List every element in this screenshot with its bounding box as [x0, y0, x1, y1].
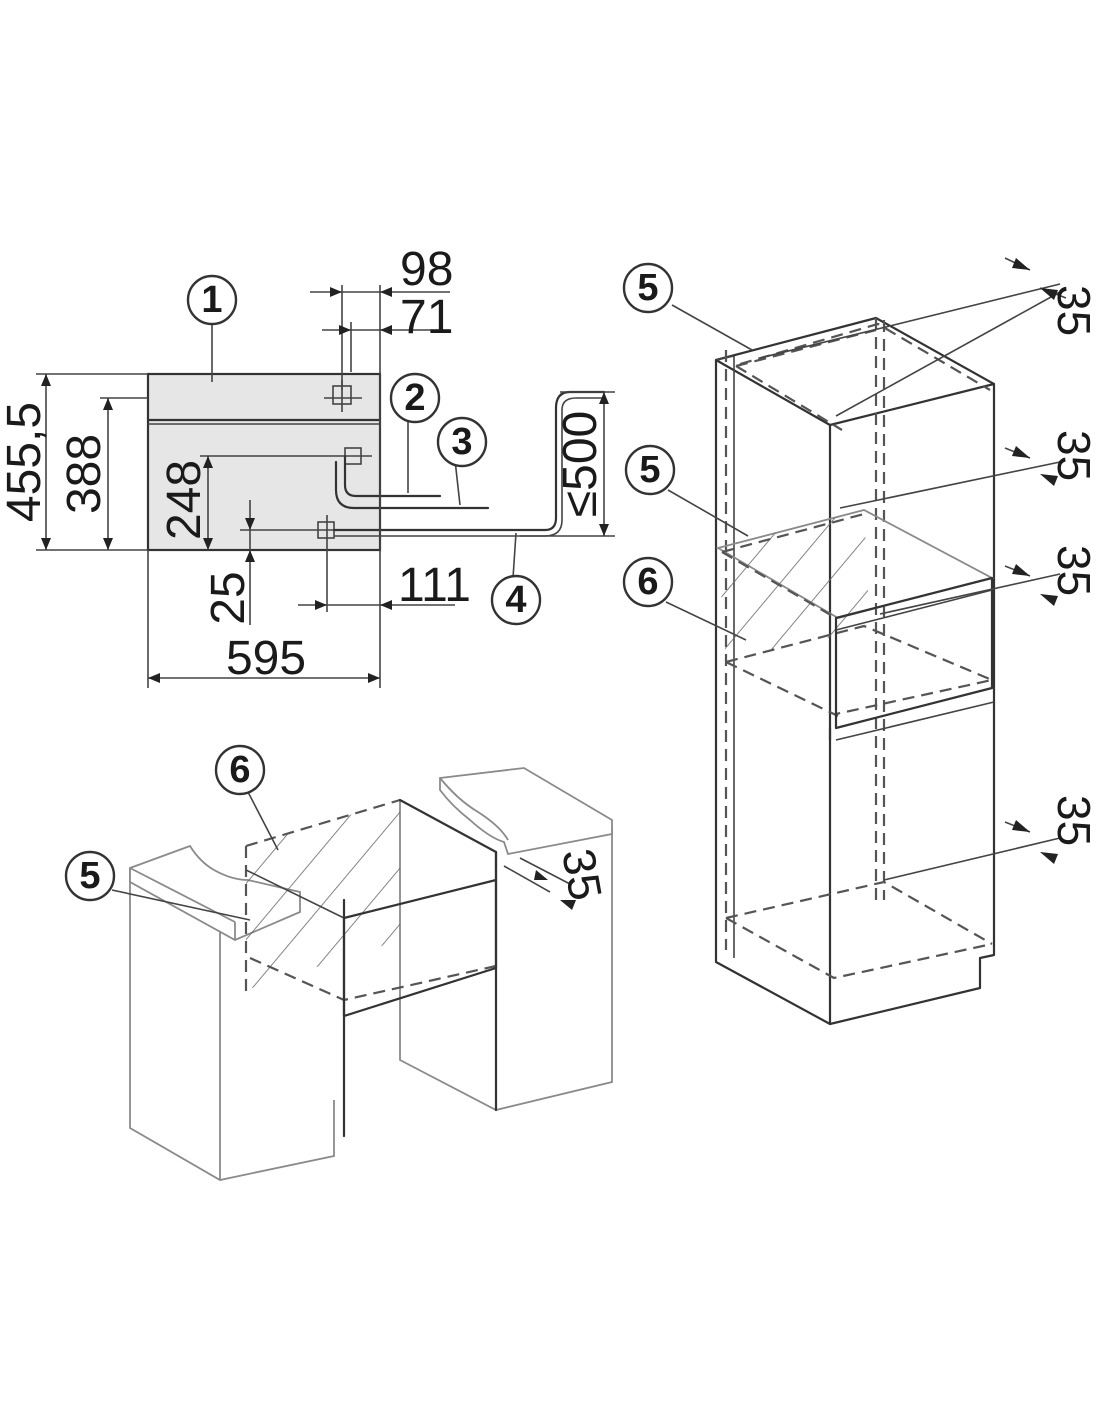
svg-text:3: 3: [451, 421, 472, 463]
dim-455: 455,5: [0, 402, 51, 522]
ventilation-arrow-lower: [879, 564, 1061, 615]
svg-text:6: 6: [637, 561, 658, 603]
dim-35-top: 35: [1048, 285, 1100, 336]
callout-5-mid: 5: [624, 444, 676, 496]
callout-6-left: 6: [214, 744, 266, 796]
dim-71: 71: [400, 291, 453, 344]
callout-2: 2: [389, 372, 441, 424]
callout-5-top: 5: [622, 262, 674, 314]
svg-text:4: 4: [505, 579, 526, 621]
dim-35-lower: 35: [1048, 545, 1100, 596]
ventilation-arrow-mid: [839, 446, 1061, 509]
base-cabinet: 35 6 5: [64, 744, 613, 1181]
front-view: 98 71 455,5 388 248 25 111 595 ≤500 1 2 …: [0, 243, 615, 688]
svg-text:5: 5: [79, 855, 100, 897]
dim-388: 388: [58, 434, 111, 514]
ventilation-arrow-base: [503, 865, 551, 893]
callout-5-left: 5: [64, 850, 116, 902]
dim-35-base: 35: [552, 845, 612, 904]
svg-text:1: 1: [201, 279, 222, 321]
dim-111: 111: [398, 559, 471, 612]
svg-text:6: 6: [229, 749, 250, 791]
svg-text:5: 5: [637, 267, 658, 309]
dim-248: 248: [158, 460, 211, 540]
dim-98: 98: [400, 243, 453, 296]
callout-3: 3: [436, 416, 488, 468]
dim-35-bottom: 35: [1048, 795, 1100, 846]
svg-text:5: 5: [639, 449, 660, 491]
tall-cabinet: 35 35 35 35 5 5 6: [622, 257, 1100, 1026]
callout-1: 1: [186, 274, 238, 326]
dim-35-mid: 35: [1048, 430, 1100, 481]
ventilation-arrow-bottom: [883, 820, 1061, 881]
dim-595: 595: [226, 632, 306, 685]
dim-25: 25: [202, 571, 255, 624]
ventilation-arrow-top: [759, 257, 1067, 417]
pipe-3: [334, 460, 490, 510]
callout-6-right: 6: [622, 556, 674, 608]
pipe-4: [332, 390, 606, 532]
svg-text:2: 2: [404, 377, 425, 419]
callout-4: 4: [490, 574, 542, 626]
pipe-2: [343, 454, 442, 498]
dim-500: ≤500: [554, 411, 607, 517]
